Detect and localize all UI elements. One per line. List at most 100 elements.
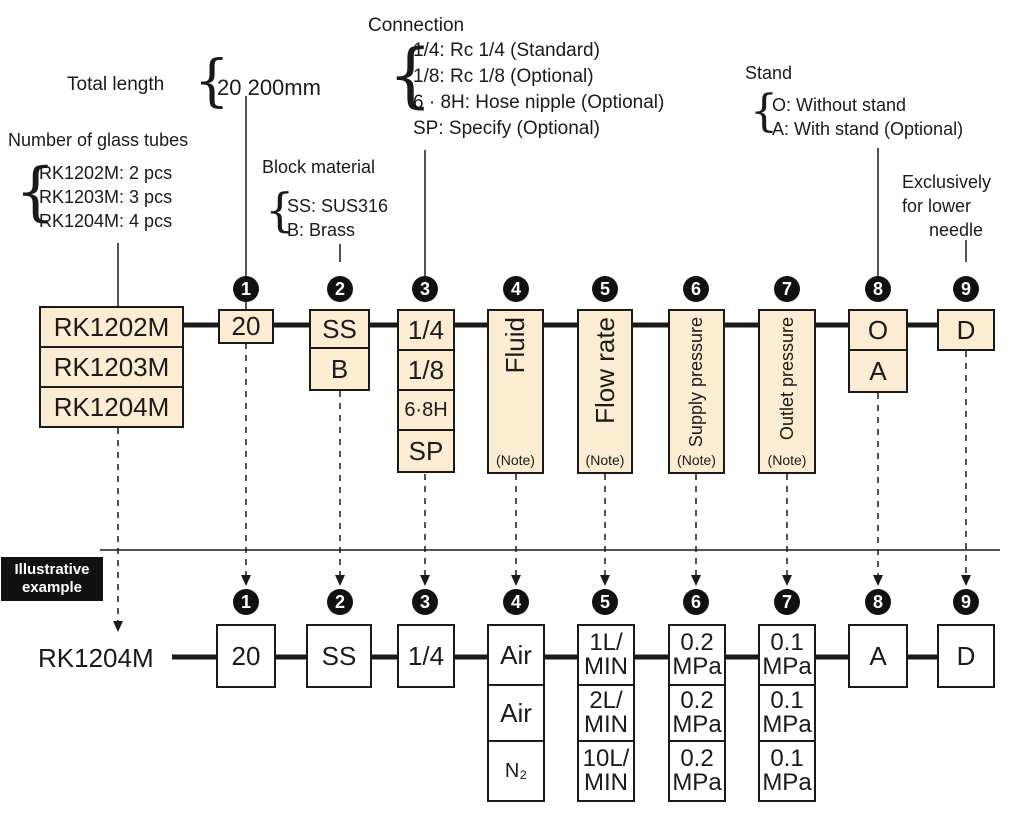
example-flow-2-unit: MIN: [584, 711, 628, 738]
example-outlet-3: 0.1 MPa: [758, 740, 816, 802]
example-supply-1-unit: MPa: [672, 653, 722, 680]
example-fluid-1: Air: [487, 624, 545, 686]
connection-6-8h: 6·8H: [397, 389, 455, 431]
example-supply-3-value: 0.2: [680, 745, 714, 772]
example-model: RK1204M: [38, 644, 158, 672]
stand-heading: Stand: [745, 63, 793, 83]
supply-pressure-box: Supply pressure (Note): [668, 309, 725, 474]
example-outlet-2: 0.1 MPa: [758, 684, 816, 742]
lower-needle-line-2: for lower: [902, 196, 972, 216]
flow-rate-label: Flow rate: [589, 317, 620, 424]
example-outlet-3-value: 0.1: [770, 745, 804, 772]
example-supply-1-value: 0.2: [680, 629, 714, 656]
flow-rate-box: Flow rate (Note): [577, 309, 633, 474]
example-badge-3: 3: [412, 589, 438, 615]
stand-option-1: O: Without stand: [772, 95, 907, 115]
example-outlet-1: 0.1 MPa: [758, 624, 816, 686]
example-material: SS: [306, 624, 372, 688]
connection-brace: {: [388, 34, 433, 116]
lower-needle-line-3: needle: [929, 220, 984, 240]
badge-8: 8: [865, 276, 891, 302]
example-flow-2: 2L/ MIN: [577, 684, 635, 742]
example-supply-3: 0.2 MPa: [668, 740, 726, 802]
total-length-value: 20 200mm: [217, 75, 321, 100]
example-badge-9: 9: [953, 589, 979, 615]
length-20: 20: [218, 309, 274, 344]
example-flow-2-value: 2L/: [589, 687, 623, 714]
badge-9: 9: [953, 276, 979, 302]
material-b: B: [309, 347, 370, 391]
stand-brace: {: [750, 86, 778, 137]
example-supply-2: 0.2 MPa: [668, 684, 726, 742]
model-rk1203m: RK1203M: [39, 346, 184, 388]
example-badge-7: 7: [774, 589, 800, 615]
illustrative-tag-line-1: Illustrative: [14, 561, 90, 578]
badge-5: 5: [592, 276, 618, 302]
example-outlet-1-value: 0.1: [770, 629, 804, 656]
outlet-pressure-box: Outlet pressure (Note): [758, 309, 816, 474]
glass-tubes-option-1: RK1202M: 2 pcs: [39, 163, 173, 183]
connection-option-2: 1/8: Rc 1/8 (Optional): [413, 66, 594, 87]
lower-needle-line-1: Exclusively: [902, 172, 992, 192]
supply-pressure-note: (Note): [677, 452, 716, 468]
example-flow-3-unit: MIN: [584, 769, 628, 796]
illustrative-tag-line-2: example: [21, 579, 83, 596]
example-badge-8: 8: [865, 589, 891, 615]
example-flow-3-value: 10L/: [582, 745, 630, 772]
connection-option-4: SP: Specify (Optional): [413, 118, 600, 139]
model-rk1202m: RK1202M: [39, 306, 184, 348]
block-material-brace: {: [265, 183, 295, 237]
example-length: 20: [216, 624, 276, 688]
badge-4: 4: [503, 276, 529, 302]
connection-sp: SP: [397, 429, 455, 473]
connection-1-8: 1/8: [397, 349, 455, 391]
badge-3: 3: [412, 276, 438, 302]
block-material-heading: Block material: [262, 157, 376, 177]
example-outlet-2-value: 0.1: [770, 687, 804, 714]
stand-o: O: [848, 309, 908, 351]
block-material-option-1: SS: SUS316: [287, 196, 389, 216]
flow-rate-note: (Note): [585, 452, 625, 468]
glass-tubes-heading: Number of glass tubes: [8, 130, 189, 150]
connection-option-3: 6 · 8H: Hose nipple (Optional): [413, 92, 665, 113]
example-outlet-2-unit: MPa: [762, 711, 812, 738]
example-flow-1-unit: MIN: [584, 653, 628, 680]
example-badge-4: 4: [503, 589, 529, 615]
block-material-option-2: B: Brass: [287, 220, 356, 240]
supply-pressure-label: Supply pressure: [686, 317, 706, 448]
fluid-box: Fluid (Note): [487, 309, 544, 474]
total-length-brace: {: [194, 49, 230, 114]
needle-d: D: [937, 309, 995, 351]
badge-2: 2: [327, 276, 353, 302]
example-fluid-3: N₂: [487, 740, 545, 802]
connection-heading: Connection: [368, 15, 465, 36]
example-flow-1: 1L/ MIN: [577, 624, 635, 686]
illustrative-example-tag: Illustrative example: [1, 557, 103, 601]
connection-1-4: 1/4: [397, 309, 455, 351]
stand-option-2: A: With stand (Optional): [772, 119, 964, 139]
fluid-note: (Note): [496, 452, 535, 468]
stand-a: A: [848, 349, 908, 393]
example-fluid-2: Air: [487, 684, 545, 742]
badge-6: 6: [683, 276, 709, 302]
glass-tubes-option-2: RK1203M: 3 pcs: [39, 187, 173, 207]
example-supply-1: 0.2 MPa: [668, 624, 726, 686]
glass-tubes-brace: {: [15, 155, 56, 229]
example-needle: D: [937, 624, 995, 688]
outlet-pressure-note: (Note): [767, 452, 807, 468]
example-supply-2-unit: MPa: [672, 711, 722, 738]
badge-7: 7: [774, 276, 800, 302]
example-supply-3-unit: MPa: [672, 769, 722, 796]
outlet-pressure-label: Outlet pressure: [776, 317, 797, 441]
example-outlet-1-unit: MPa: [762, 653, 812, 680]
example-badge-6: 6: [683, 589, 709, 615]
example-badge-2: 2: [327, 589, 353, 615]
connection-option-1: 1/4: Rc 1/4 (Standard): [413, 40, 600, 61]
example-connection: 1/4: [397, 624, 455, 688]
fluid-label: Fluid: [500, 317, 530, 374]
badge-1: 1: [233, 276, 259, 302]
total-length-label: Total length: [67, 74, 165, 95]
example-outlet-3-unit: MPa: [762, 769, 812, 796]
material-ss: SS: [309, 309, 370, 349]
example-badge-1: 1: [233, 589, 259, 615]
